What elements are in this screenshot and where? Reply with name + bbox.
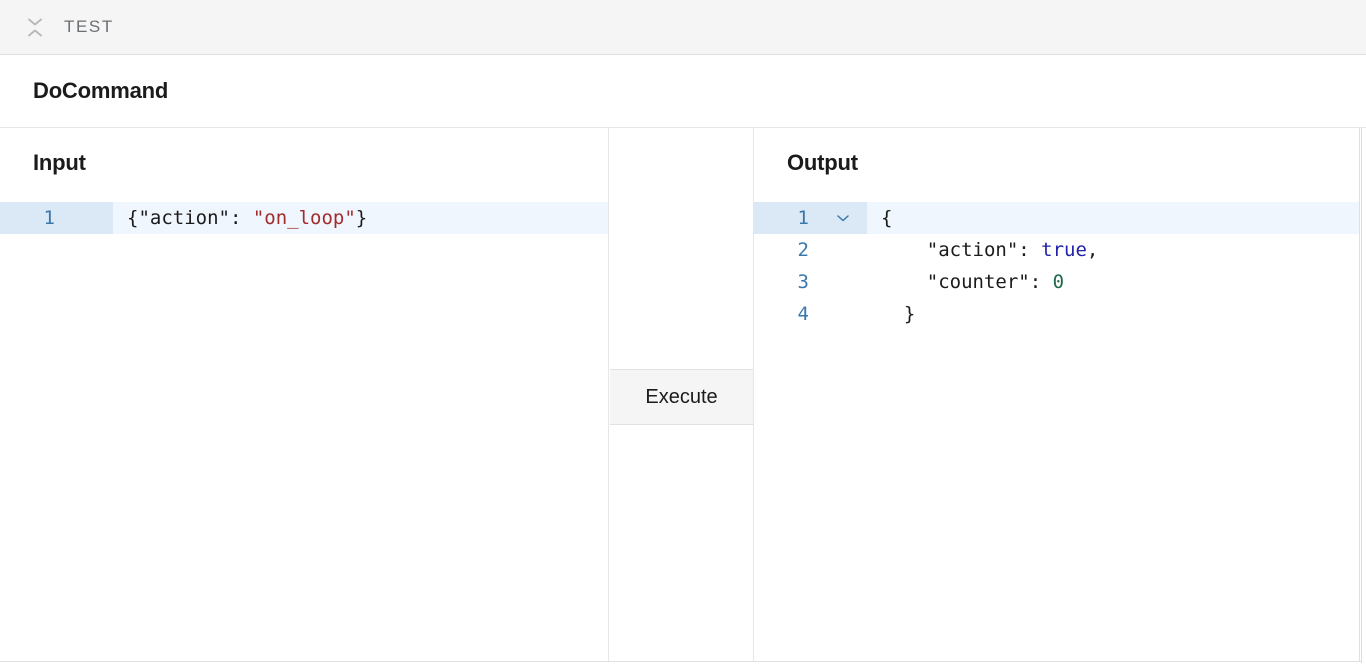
token-punct: } <box>881 303 916 325</box>
token-punct: { <box>881 207 893 229</box>
execute-button[interactable]: Execute <box>609 369 753 425</box>
code-line[interactable]: 3 "counter": 0 <box>754 266 1359 298</box>
command-header: DoCommand <box>0 55 1366 128</box>
output-heading: Output <box>787 150 858 175</box>
output-pane: Output 1{2 "action": true,3 "counter": 0… <box>754 128 1360 661</box>
code-text: "action": true, <box>867 234 1359 266</box>
code-line[interactable]: 1{"action": "on_loop"} <box>0 202 608 234</box>
token-punct: , <box>1086 239 1099 261</box>
chevron-down-icon[interactable] <box>837 202 849 234</box>
line-number: 1 <box>0 202 113 234</box>
input-pane: Input 1{"action": "on_loop"} <box>0 128 609 661</box>
token-key: "counter": <box>881 271 1053 293</box>
topbar-label: TEST <box>64 17 114 36</box>
execute-pane: Execute <box>609 128 754 661</box>
code-text: {"action": "on_loop"} <box>113 202 608 234</box>
execute-button-wrap: Execute <box>609 369 753 425</box>
collapse-chevrons-icon[interactable] <box>24 14 46 40</box>
token-key: "action": <box>881 239 1042 261</box>
page-title: DoCommand <box>33 78 169 103</box>
line-number: 3 <box>797 271 809 293</box>
code-text: "counter": 0 <box>867 266 1359 298</box>
token-punct: {"action": <box>127 207 253 229</box>
token-punct: } <box>355 207 368 229</box>
code-text: { <box>867 202 1359 234</box>
code-line[interactable]: 4 } <box>754 298 1359 330</box>
input-heading: Input <box>33 150 86 175</box>
code-line[interactable]: 2 "action": true, <box>754 234 1359 266</box>
right-divider <box>1361 128 1366 663</box>
code-text: } <box>867 298 1359 330</box>
token-string: "on_loop" <box>252 207 356 229</box>
code-line[interactable]: 1{ <box>754 202 1359 234</box>
panes-container: Input 1{"action": "on_loop"} Execute Out… <box>0 128 1366 662</box>
test-panel-topbar: TEST <box>0 0 1366 55</box>
token-number: 0 <box>1052 271 1065 293</box>
line-number: 2 <box>797 239 809 261</box>
line-number: 4 <box>797 303 809 325</box>
input-editor[interactable]: 1{"action": "on_loop"} <box>0 202 608 234</box>
token-bool: true <box>1041 239 1087 261</box>
line-number: 1 <box>754 202 867 234</box>
